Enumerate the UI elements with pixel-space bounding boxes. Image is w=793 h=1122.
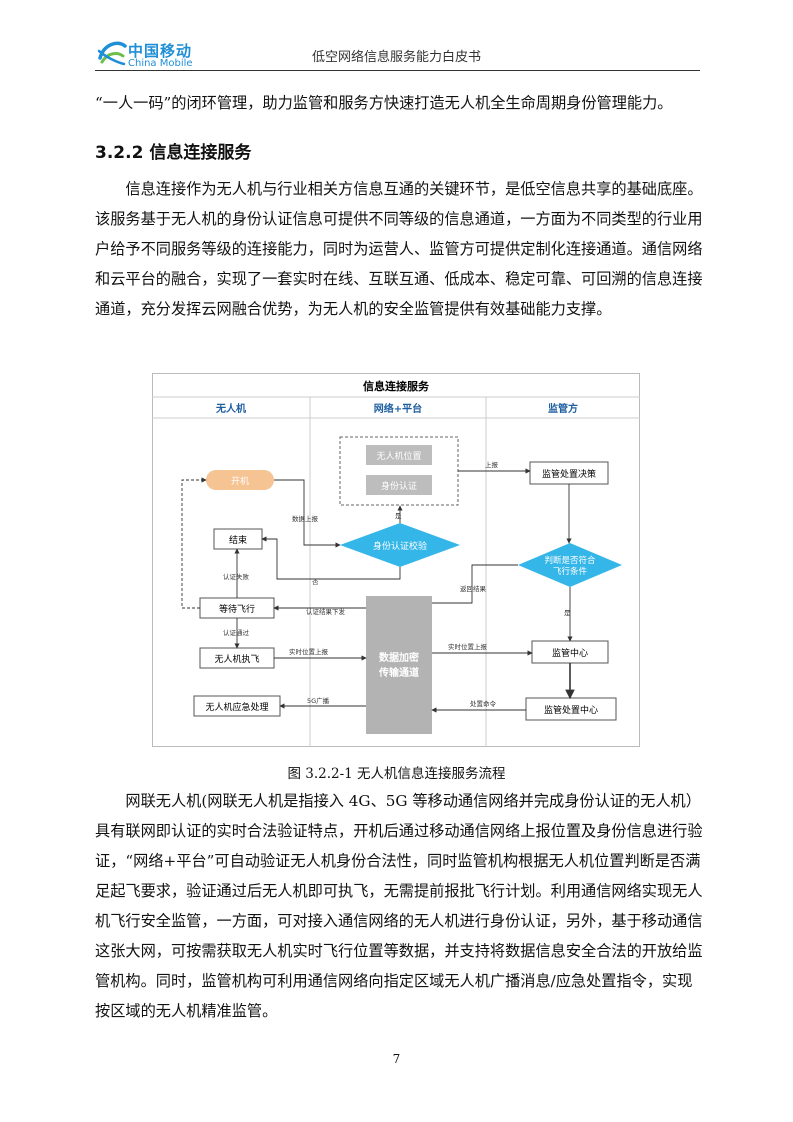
edge-label-auth-fail: 认证失败: [223, 572, 250, 581]
edge-label-realtime-1: 实时位置上报: [289, 647, 329, 656]
edge-label-realtime-2: 实时位置上报: [448, 642, 488, 651]
identity-check-diamond: [340, 523, 460, 567]
judge-label-2: 飞行条件: [553, 566, 588, 577]
figure-title: 信息连接服务: [363, 379, 430, 393]
edge-label-broadcast: 5G广播: [307, 696, 330, 705]
emergency-label: 无人机应急处理: [205, 701, 268, 713]
data-channel-label-2: 传输通道: [378, 666, 419, 679]
flowchart-figure: 信息连接服务 无人机 网络+平台 监管方 无人机位置 身份认证 开机 结束 等待…: [152, 373, 640, 747]
edge-label-command: 处置命令: [470, 699, 497, 708]
identity-auth-label: 身份认证: [381, 480, 417, 492]
identity-auth-box: [366, 475, 432, 495]
end-label: 结束: [229, 534, 247, 546]
power-on-node: [206, 470, 274, 490]
flow-edges: [181, 468, 575, 713]
column-header-uav: 无人机: [215, 402, 246, 415]
figure-caption: 图 3.2.2-1 无人机信息连接服务流程: [287, 766, 506, 782]
edge-label-auth-result: 认证结果下发: [306, 607, 346, 616]
edge-label-yes-2: 是: [564, 609, 571, 617]
center-label: 监管中心: [552, 647, 588, 659]
edge-label-auth-pass: 认证通过: [223, 628, 250, 637]
header-divider: [95, 70, 700, 71]
execute-label: 无人机执飞: [214, 653, 259, 665]
wait-label: 等待飞行: [219, 603, 255, 615]
paragraph-0: “一人一码”的闭环管理，助力监管和服务方快速打造无人机全生命周期身份管理能力。: [95, 94, 673, 112]
page-number: 7: [392, 1052, 401, 1066]
power-on-label: 开机: [231, 475, 249, 487]
logo-english: China Mobile: [128, 58, 193, 69]
decision-label: 监管处置决策: [542, 468, 596, 480]
data-channel-label-1: 数据加密: [379, 651, 419, 664]
identity-check-label: 身份认证校验: [373, 540, 427, 552]
edge-label-no: 否: [312, 578, 319, 586]
china-mobile-logo-icon: [97, 41, 127, 66]
section-heading: 3.2.2 信息连接服务: [95, 143, 252, 163]
running-header-title: 低空网络信息服务能力白皮书: [311, 50, 481, 65]
uav-position-box: [366, 445, 432, 465]
uav-position-label: 无人机位置: [376, 450, 421, 462]
edge-label-data-report: 数据上报: [292, 514, 319, 523]
paragraph-2: 网联无人机(网联无人机是指接入 4G、5G 等移动通信网络并完成身份认证的无人机…: [95, 792, 703, 1020]
logo-chinese: 中国移动: [128, 42, 193, 60]
data-channel-box: [366, 596, 432, 734]
column-header-network: 网络+平台: [374, 402, 422, 415]
paragraph-1: 信息连接作为无人机与行业相关方信息互通的关键环节，是低空信息共享的基础底座。该服…: [95, 180, 703, 318]
edge-label-return-result: 返回结果: [460, 584, 487, 593]
disposal-center-label: 监管处置中心: [544, 704, 598, 716]
edge-label-report: 上报: [485, 460, 499, 469]
edge-label-yes-1: 是: [395, 512, 402, 520]
judge-label-1: 判断是否符合: [544, 555, 596, 566]
judge-diamond: [518, 543, 622, 587]
column-header-regulator: 监管方: [548, 402, 578, 415]
